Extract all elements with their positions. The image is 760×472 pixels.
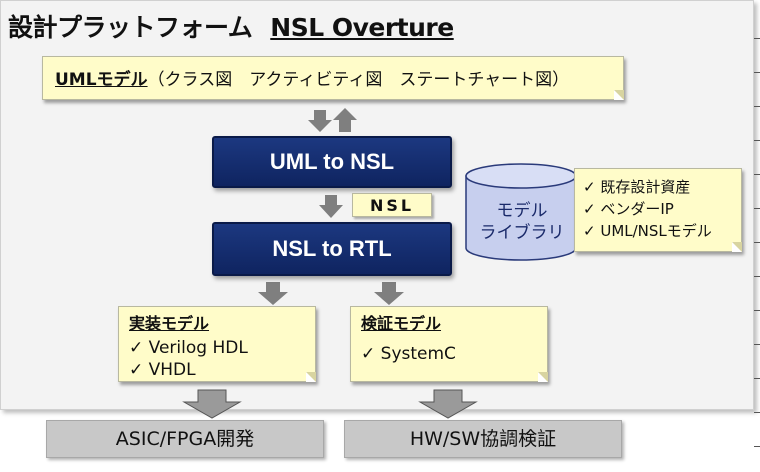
title-sub: NSL Overture [270, 13, 454, 42]
edge-tick [754, 208, 760, 209]
model-library-label: モデル ライブラリ [470, 200, 574, 244]
uml-model-diagrams: （クラス図 アクティビティ図 ステートチャート図） [147, 70, 570, 90]
library-item: ✓ 既存設計資産 [583, 178, 691, 196]
output-hw-sw: HW/SW協調検証 [344, 420, 622, 458]
arrow-down-icon [418, 389, 478, 419]
verification-model-note: 検証モデル ✓ SystemC [350, 306, 548, 382]
implementation-model-heading: 実装モデル [129, 314, 210, 333]
verification-model-heading: 検証モデル [361, 314, 442, 333]
database-cylinder-icon [465, 163, 577, 261]
edge-tick [754, 344, 760, 345]
arrow-down-icon [319, 195, 343, 218]
nsl-to-rtl-box: NSL to RTL [212, 222, 452, 276]
edge-tick [754, 38, 760, 39]
edge-tick [754, 140, 760, 141]
arrow-down-icon [182, 389, 242, 419]
nsl-tag: NSL [352, 193, 432, 217]
output-asic-fpga: ASIC/FPGA開発 [46, 420, 324, 458]
edge-tick [754, 446, 760, 447]
model-library-line1: モデル [496, 201, 548, 221]
uml-model-label: UMLモデル [55, 70, 148, 90]
arrow-down-icon [308, 110, 332, 132]
uml-model-note: UMLモデル（クラス図 アクティビティ図 ステートチャート図） [42, 56, 624, 100]
edge-tick [754, 72, 760, 73]
implementation-model-note: 実装モデル ✓ Verilog HDL ✓ VHDL [118, 306, 316, 382]
edge-tick [754, 174, 760, 175]
arrow-up-icon [333, 108, 357, 132]
edge-tick [754, 412, 760, 413]
arrow-down-icon [374, 282, 404, 305]
implementation-model-item: ✓ VHDL [129, 360, 196, 380]
edge-tick [754, 310, 760, 311]
title-main: 設計プラットフォーム [8, 13, 253, 42]
library-item: ✓ UML/NSLモデル [583, 222, 712, 240]
library-item: ✓ ベンダーIP [583, 200, 674, 218]
model-library-line2: ライブラリ [479, 223, 565, 243]
library-contents-note: ✓ 既存設計資産 ✓ ベンダーIP ✓ UML/NSLモデル [574, 168, 742, 252]
implementation-model-item: ✓ Verilog HDL [129, 338, 248, 358]
edge-tick [754, 276, 760, 277]
diagram-title: 設計プラットフォーム NSL Overture [8, 8, 454, 44]
edge-tick [754, 242, 760, 243]
edge-tick [754, 106, 760, 107]
arrow-down-icon [258, 282, 288, 305]
verification-model-item: ✓ SystemC [361, 344, 456, 364]
edge-tick [754, 378, 760, 379]
uml-to-nsl-box: UML to NSL [212, 136, 452, 188]
